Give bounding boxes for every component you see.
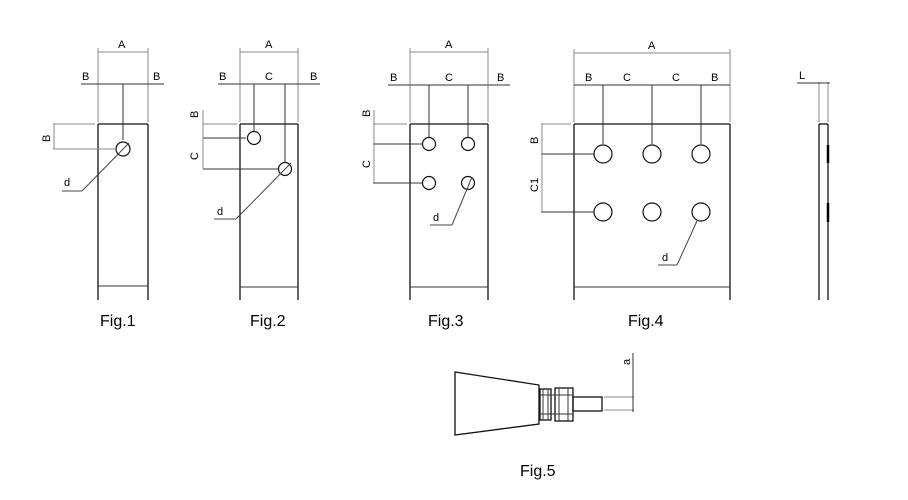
figure-1: A B B B d Fig.1: [41, 39, 164, 330]
hole: [691, 202, 711, 222]
label-a: A: [118, 39, 126, 51]
label-c1-vertical: C1: [529, 178, 541, 192]
label-c: C: [265, 71, 273, 83]
label-d: d: [433, 212, 439, 224]
label-b: B: [497, 72, 504, 84]
label-c: C: [623, 72, 631, 84]
hole: [246, 130, 262, 146]
caption-fig2: Fig.2: [250, 313, 286, 330]
label-a-small: a: [621, 358, 633, 365]
hole: [421, 175, 437, 191]
leader-d: [451, 176, 473, 226]
caption-fig1: Fig.1: [100, 313, 136, 330]
figure-3: A B C B B C d Fig.3: [361, 39, 510, 330]
label-b: B: [153, 71, 160, 83]
label-b: B: [82, 71, 89, 83]
label-b: B: [711, 72, 718, 84]
label-b: B: [390, 72, 397, 84]
label-c-vertical: C: [361, 160, 373, 168]
label-c: C: [672, 72, 680, 84]
hole: [593, 202, 613, 222]
nut-1: [539, 388, 552, 421]
figure-2: A B C B B C d Fig.2: [189, 39, 320, 330]
hole: [421, 136, 437, 152]
stud: [572, 396, 603, 412]
caption-fig4: Fig.4: [628, 313, 664, 330]
hole: [460, 136, 476, 152]
label-b-vertical: B: [189, 111, 201, 118]
leader-d: [81, 142, 130, 192]
leader-d: [235, 162, 292, 220]
label-d: d: [217, 206, 223, 218]
label-b-vertical: B: [41, 135, 53, 142]
caption-fig3: Fig.3: [428, 313, 464, 330]
leader-d: [676, 220, 698, 266]
caption-fig5: Fig.5: [520, 463, 556, 480]
label-d: d: [662, 252, 668, 264]
hole: [642, 202, 662, 222]
side-view: L: [797, 70, 830, 300]
label-a: A: [648, 40, 656, 52]
hole: [593, 144, 613, 164]
label-b-vertical: B: [361, 110, 373, 117]
hole: [642, 144, 662, 164]
terminal-body: [454, 371, 540, 436]
label-d: d: [64, 177, 70, 189]
label-c-vertical: C: [189, 152, 201, 160]
label-b: B: [310, 71, 317, 83]
label-l: L: [799, 70, 805, 82]
nut-2: [554, 387, 574, 422]
figure-5: a Fig.5: [454, 353, 634, 480]
label-c: C: [445, 72, 453, 84]
label-b: B: [585, 72, 592, 84]
label-a: A: [265, 39, 273, 51]
label-b-vertical: B: [529, 137, 541, 144]
label-a: A: [445, 39, 453, 51]
figure-4: A B C C B B C1 d Fig.4: [529, 40, 731, 330]
label-b: B: [219, 71, 226, 83]
hole: [691, 144, 711, 164]
